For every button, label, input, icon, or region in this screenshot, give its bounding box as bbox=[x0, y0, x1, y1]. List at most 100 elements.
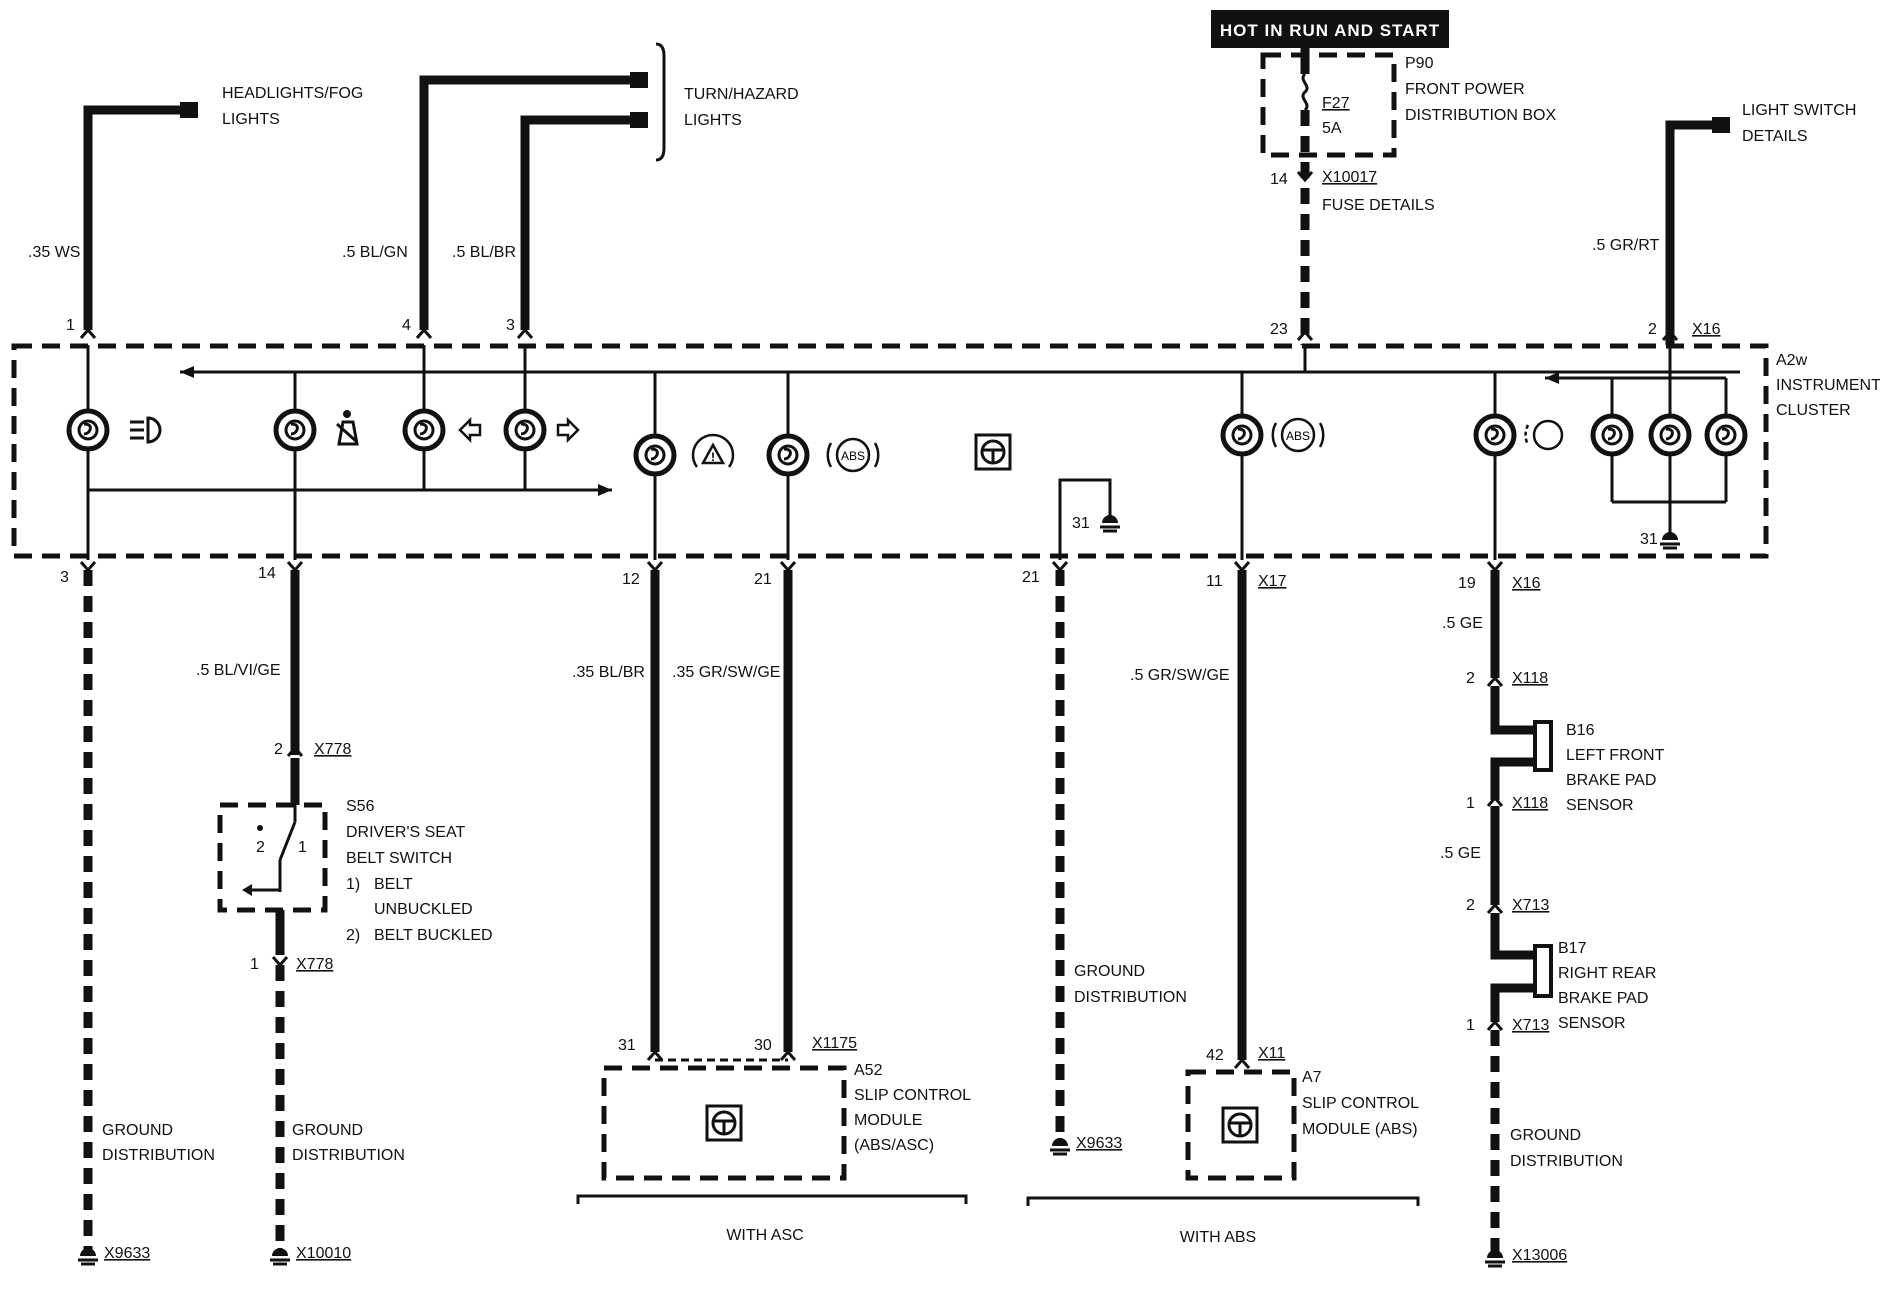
hot-in-run-and-start-label: HOT IN RUN AND START bbox=[1211, 10, 1449, 48]
svg-text:2: 2 bbox=[1466, 670, 1475, 687]
connector-x713-top: X713 bbox=[1512, 897, 1549, 914]
lamp-turn-right-icon bbox=[506, 411, 544, 449]
light-switch-reference: LIGHT SWITCH DETAILS bbox=[1665, 102, 1856, 345]
lamp-illumination-3-icon bbox=[1707, 416, 1745, 454]
svg-text:SLIP CONTROL: SLIP CONTROL bbox=[854, 1087, 971, 1104]
wire-color-ws: .35 WS bbox=[28, 244, 80, 261]
svg-text:31: 31 bbox=[618, 1037, 636, 1054]
instrument-cluster-a2w: ! ABS 31 ABS bbox=[11, 343, 1880, 560]
ground-x9633-a: X9633 bbox=[104, 1245, 150, 1262]
asc-module-ecu-icon bbox=[705, 1104, 743, 1142]
svg-text:TURN/HAZARD: TURN/HAZARD bbox=[684, 86, 799, 103]
seatbelt-warning-icon bbox=[335, 410, 359, 446]
fuse-box-p90: F27 5A P90 FRONT POWER DISTRIBUTION BOX … bbox=[1260, 48, 1556, 345]
svg-text:.5 GE: .5 GE bbox=[1442, 615, 1483, 632]
connector-x16-bottom: X16 bbox=[1512, 575, 1541, 592]
connector-x778-bottom: X778 bbox=[296, 956, 333, 973]
connector-x1175: X1175 bbox=[812, 1035, 857, 1052]
cluster-ground-pin: 31 bbox=[1072, 515, 1090, 532]
slip-control-module-a52 bbox=[601, 1058, 847, 1181]
svg-text:LIGHT SWITCH: LIGHT SWITCH bbox=[1742, 102, 1856, 119]
connector-x118-top: X118 bbox=[1512, 670, 1548, 687]
ground-x13006: X13006 bbox=[1512, 1247, 1567, 1264]
connector-x778-top: X778 bbox=[314, 741, 351, 758]
svg-text:RIGHT REAR: RIGHT REAR bbox=[1558, 965, 1656, 982]
headlight-indicator-icon bbox=[130, 416, 162, 444]
fuse-f27-icon bbox=[1301, 72, 1309, 112]
turn-right-arrow-icon bbox=[556, 416, 580, 444]
svg-text:2: 2 bbox=[1466, 897, 1475, 914]
connector-x11: X11 bbox=[1258, 1045, 1285, 1062]
pin-19-bottom: 19 bbox=[1458, 575, 1476, 592]
svg-text:1: 1 bbox=[250, 956, 259, 973]
pin-14-bottom: 14 bbox=[258, 565, 276, 582]
lamp-seatbelt-icon bbox=[276, 411, 314, 449]
svg-text:SENSOR: SENSOR bbox=[1558, 1015, 1626, 1032]
svg-text:DISTRIBUTION: DISTRIBUTION bbox=[1074, 989, 1187, 1006]
cluster-ground-icon-2 bbox=[1658, 530, 1682, 550]
brake-warning-triangle-icon: ! bbox=[691, 433, 735, 468]
svg-text:S56: S56 bbox=[346, 798, 375, 815]
svg-text:LIGHTS: LIGHTS bbox=[222, 111, 280, 128]
turn-left-arrow-icon bbox=[458, 416, 482, 444]
lamp-abs-asc-icon bbox=[769, 436, 807, 474]
svg-text:2: 2 bbox=[256, 839, 265, 856]
seat-belt-switch-s56: 2 1 bbox=[217, 802, 328, 913]
cluster-ground-icon bbox=[1098, 513, 1122, 533]
lamp-abs-icon bbox=[1223, 416, 1261, 454]
svg-text:1): 1) bbox=[346, 876, 360, 893]
cluster-id: A2w bbox=[1776, 352, 1808, 369]
svg-text:2): 2) bbox=[346, 927, 360, 944]
cluster-ecu-icon bbox=[974, 433, 1012, 471]
lamp-headlight-icon bbox=[69, 411, 107, 449]
pin-21-bottom-b: 21 bbox=[1022, 569, 1040, 586]
fuse-box-id: P90 bbox=[1405, 55, 1434, 72]
fuse-box-name-1: FRONT POWER bbox=[1405, 81, 1525, 98]
wire-color-bl-vi-ge: .5 BL/VI/GE bbox=[196, 662, 280, 679]
svg-text:BELT: BELT bbox=[374, 876, 413, 893]
svg-text:1: 1 bbox=[1466, 1017, 1475, 1034]
wire-color-bl-gn: .5 BL/GN bbox=[342, 244, 408, 261]
svg-text:MODULE: MODULE bbox=[854, 1112, 922, 1129]
connector-x118-bottom: X118 bbox=[1512, 795, 1548, 812]
svg-text:1: 1 bbox=[1466, 795, 1475, 812]
headlights-reference: HEADLIGHTS/FOG LIGHTS bbox=[83, 85, 363, 330]
svg-text:BRAKE PAD: BRAKE PAD bbox=[1558, 990, 1648, 1007]
abs-indicator-icon-1: ABS bbox=[826, 437, 880, 473]
svg-text:42: 42 bbox=[1206, 1047, 1224, 1064]
svg-text:SENSOR: SENSOR bbox=[1566, 797, 1634, 814]
cluster-name-1: INSTRUMENT bbox=[1776, 377, 1880, 394]
svg-text:HOT IN RUN AND START: HOT IN RUN AND START bbox=[1220, 21, 1440, 40]
svg-text:GROUND: GROUND bbox=[292, 1122, 363, 1139]
lamp-turn-left-icon bbox=[405, 411, 443, 449]
svg-text:B16: B16 bbox=[1566, 722, 1595, 739]
svg-text:!: ! bbox=[711, 450, 715, 464]
with-asc-label: WITH ASC bbox=[726, 1227, 803, 1244]
ground-x10010-icon bbox=[268, 1246, 292, 1266]
cluster-ground-pin-2: 31 bbox=[1640, 531, 1658, 548]
abs-module-ecu-icon bbox=[1221, 1106, 1259, 1144]
svg-text:A7: A7 bbox=[1302, 1069, 1322, 1086]
abs-indicator-icon-2: ABS bbox=[1271, 417, 1325, 453]
ground-x10010: X10010 bbox=[296, 1245, 351, 1262]
pin-3-bottom: 3 bbox=[60, 569, 69, 586]
ground-x9633-b: X9633 bbox=[1076, 1135, 1122, 1152]
svg-text:LEFT FRONT: LEFT FRONT bbox=[1566, 747, 1665, 764]
pin-11-bottom: 11 bbox=[1206, 573, 1223, 590]
connector-x16-top: X16 bbox=[1692, 321, 1721, 338]
svg-text:LIGHTS: LIGHTS bbox=[684, 112, 742, 129]
fuse-id: F27 bbox=[1322, 95, 1350, 112]
svg-text:A52: A52 bbox=[854, 1062, 883, 1079]
fuse-box-name-2: DISTRIBUTION BOX bbox=[1405, 107, 1556, 124]
turn-hazard-reference: TURN/HAZARD LIGHTS bbox=[419, 42, 799, 330]
svg-text:DETAILS: DETAILS bbox=[1742, 128, 1808, 145]
pin-21-bottom-a: 21 bbox=[754, 571, 772, 588]
fuse-details-ref: FUSE DETAILS bbox=[1322, 197, 1435, 214]
svg-text:1: 1 bbox=[298, 839, 307, 856]
wire-color-gr-sw-ge-asc: .35 GR/SW/GE bbox=[672, 664, 780, 681]
svg-text:GROUND: GROUND bbox=[102, 1122, 173, 1139]
svg-text:SLIP CONTROL: SLIP CONTROL bbox=[1302, 1095, 1419, 1112]
with-abs-label: WITH ABS bbox=[1180, 1229, 1256, 1246]
brake-pad-sensor-b17 bbox=[1490, 913, 1553, 1022]
